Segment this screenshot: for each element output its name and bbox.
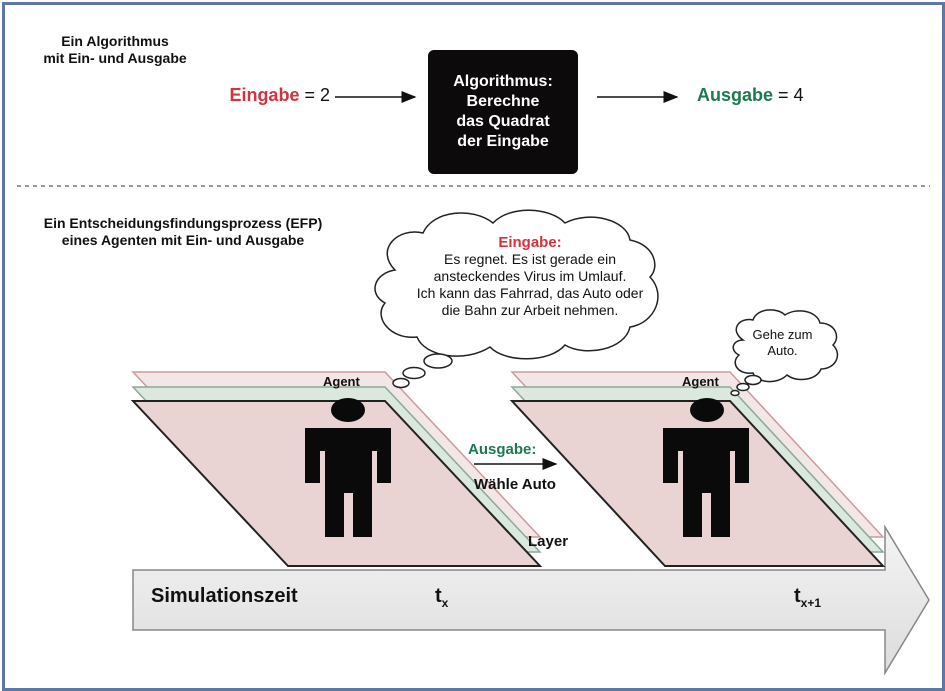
efp-section-title: Ein Entscheidungsfindungsprozess (EFP) e… bbox=[43, 215, 323, 248]
thought-cloud-input bbox=[374, 209, 659, 389]
diagram-graphics bbox=[17, 91, 930, 676]
timeline-label: Simulationszeit bbox=[151, 585, 298, 607]
output-label: Ausgabe bbox=[697, 85, 774, 105]
output-value: = 4 bbox=[778, 85, 804, 105]
algorithm-box: Algorithmus: Berechne das Quadrat der Ei… bbox=[428, 50, 578, 174]
agent-label-1: Agent bbox=[323, 374, 360, 389]
input-label: Eingabe bbox=[229, 85, 300, 105]
time-marker-tx-base: t bbox=[435, 585, 442, 607]
time-marker-tx: tx bbox=[435, 585, 448, 610]
thought-text: Es regnet. Es ist gerade ein ansteckende… bbox=[416, 251, 644, 318]
algorithm-section-title: Ein Algorithmus mit Ein- und Ausgabe bbox=[43, 33, 187, 66]
agent-label-2: Agent bbox=[682, 374, 719, 389]
algorithm-output: Ausgabe = 4 bbox=[697, 85, 837, 106]
agent-figure-2 bbox=[663, 398, 749, 537]
layer-label: Layer bbox=[528, 533, 569, 550]
thought-heading: Eingabe: bbox=[498, 234, 562, 251]
algorithm-box-text: Algorithmus: Berechne das Quadrat der Ei… bbox=[453, 73, 553, 150]
agent-figure-1 bbox=[305, 398, 391, 537]
decision-output-heading: Ausgabe: bbox=[468, 441, 537, 458]
decision-text: Gehe zum Auto. bbox=[752, 327, 813, 358]
timeline-arrow bbox=[132, 524, 930, 676]
time-marker-tx1-sub: x+1 bbox=[800, 596, 822, 610]
time-marker-tx-sub: x bbox=[441, 596, 449, 610]
decision-output-text: Wähle Auto bbox=[474, 476, 556, 493]
algorithm-input: Eingabe = 2 bbox=[220, 85, 330, 106]
thought-cloud-decision bbox=[730, 309, 839, 397]
time-marker-tx1: tx+1 bbox=[794, 585, 821, 610]
time-marker-tx1-base: t bbox=[794, 585, 801, 607]
input-value: = 2 bbox=[304, 85, 330, 105]
